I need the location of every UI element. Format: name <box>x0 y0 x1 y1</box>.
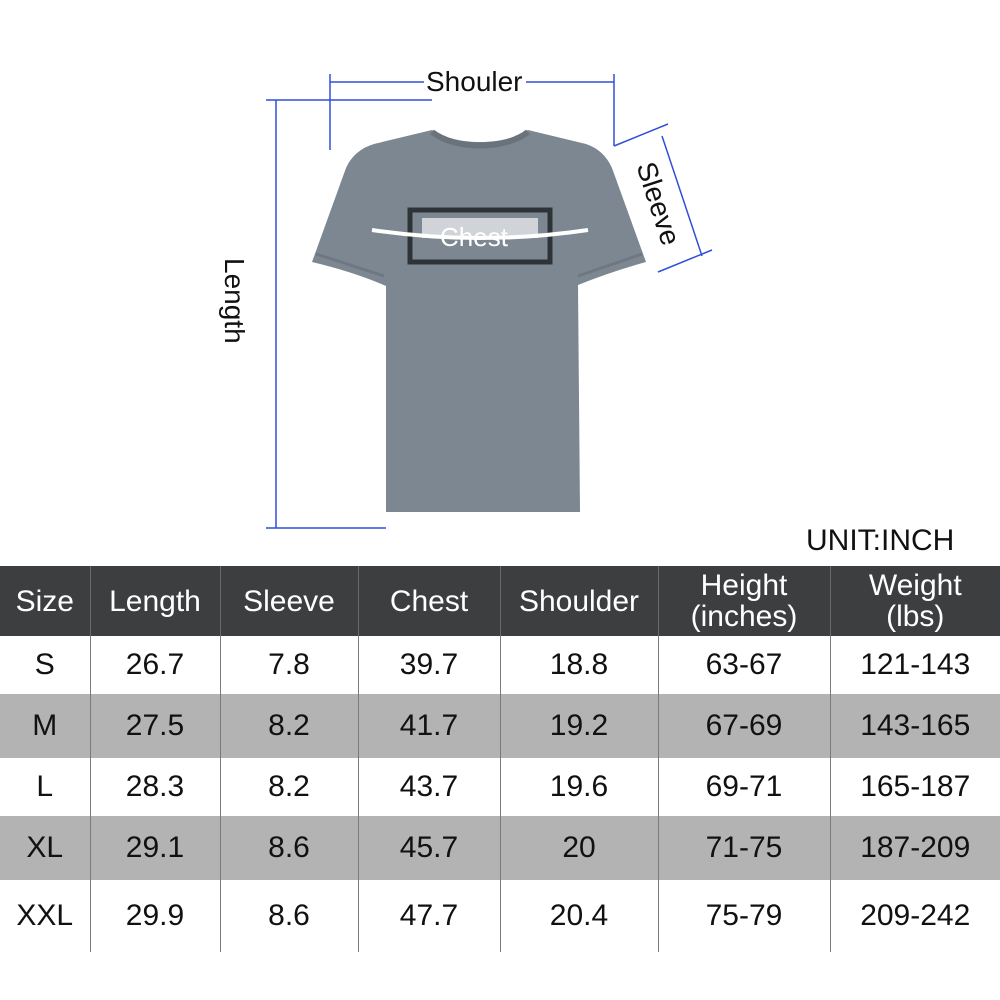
chest-label: Chest <box>440 222 508 252</box>
table-cell: 75-79 <box>657 880 830 952</box>
table-cell: 20 <box>499 816 658 880</box>
table-header-row: Size Length Sleeve Chest Shoulder Height(inch… <box>0 566 1000 636</box>
chest-measure-line <box>371 228 589 240</box>
table-cell: L <box>0 758 90 816</box>
column-header-text: Shoulder <box>518 584 640 618</box>
right-sleeve-hem <box>577 252 643 278</box>
table-cell: 69-71 <box>657 758 830 816</box>
tshirt-illustration <box>266 74 713 529</box>
column-header-text: (lbs) <box>886 600 945 633</box>
table-cell: 20.4 <box>499 880 658 952</box>
column-header: Weight(lbs) <box>829 566 1000 636</box>
table-cell: 27.5 <box>89 694 220 758</box>
table-cell: 19.6 <box>499 758 658 816</box>
table-cell: 67-69 <box>657 694 830 758</box>
table-cell: M <box>0 694 90 758</box>
size-chart-table: Size Length Sleeve Chest Shoulder Height(inch… <box>0 566 1000 952</box>
table-cell: 18.8 <box>499 636 658 694</box>
table-cell: 26.7 <box>89 636 220 694</box>
collar <box>430 129 530 149</box>
table-cell: XXL <box>0 880 90 952</box>
table-cell: 7.8 <box>219 636 358 694</box>
table-cell: 41.7 <box>357 694 500 758</box>
table-cell: 8.2 <box>219 694 358 758</box>
column-header-text: Height <box>700 569 788 602</box>
tshirt-shape <box>312 130 646 512</box>
unit-label: UNIT:INCH <box>806 524 955 557</box>
shirt-print-inner <box>422 218 538 238</box>
column-header: Sleeve <box>219 566 358 636</box>
shoulder-label: Shouler <box>426 66 523 97</box>
column-header-text: Weight <box>868 569 962 602</box>
table-cell: 71-75 <box>657 816 830 880</box>
table-cell: 165-187 <box>829 758 1000 816</box>
table-cell: 29.1 <box>89 816 220 880</box>
column-header: Size <box>0 566 90 636</box>
table-cell: XL <box>0 816 90 880</box>
column-header-text: Length <box>109 584 201 618</box>
left-sleeve-hem <box>315 252 385 278</box>
table-cell: 47.7 <box>357 880 500 952</box>
sleeve-top-tick <box>613 123 669 147</box>
column-header-text: Chest <box>389 584 469 618</box>
length-label: Length <box>219 258 250 344</box>
column-header: Shoulder <box>499 566 658 636</box>
table-cell: 28.3 <box>89 758 220 816</box>
column-header-text: Sleeve <box>243 584 335 618</box>
column-header: Length <box>89 566 220 636</box>
table-cell: 8.6 <box>219 880 358 952</box>
column-header-text: (inches) <box>690 600 798 633</box>
sleeve-bottom-tick <box>657 249 713 273</box>
table-cell: 209-242 <box>829 880 1000 952</box>
table-cell: 8.2 <box>219 758 358 816</box>
table-cell: 45.7 <box>357 816 500 880</box>
table-cell: 39.7 <box>357 636 500 694</box>
table-cell: 43.7 <box>357 758 500 816</box>
column-header-text: Size <box>15 584 74 618</box>
table-cell: 63-67 <box>657 636 830 694</box>
measurement-diagram: Shouler Sleeve Length Chest <box>219 66 713 529</box>
table-cell: 29.9 <box>89 880 220 952</box>
table-cell: 143-165 <box>829 694 1000 758</box>
table-cell: S <box>0 636 90 694</box>
table-cell: 121-143 <box>829 636 1000 694</box>
table-cell: 187-209 <box>829 816 1000 880</box>
column-header: Chest <box>357 566 500 636</box>
sleeve-line <box>661 135 703 257</box>
table-cell: 8.6 <box>219 816 358 880</box>
column-header: Height(inches) <box>657 566 830 636</box>
table-cell: 19.2 <box>499 694 658 758</box>
